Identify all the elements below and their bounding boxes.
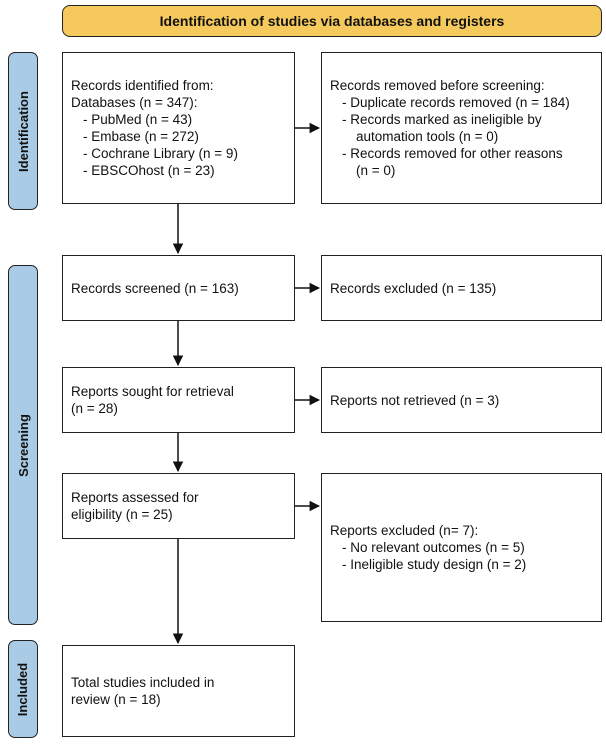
phase-included: Included (8, 640, 38, 738)
records-removed-item: - Records removed for other reasons (342, 146, 563, 161)
records-removed-item-cont: automation tools (n = 0) (356, 129, 499, 144)
records-identified-title: Records identified from: (71, 78, 214, 93)
records-excluded-box: Records excluded (n = 135) (321, 255, 602, 321)
phase-identification: Identification (8, 52, 38, 210)
records-removed-item: - Duplicate records removed (n = 184) (342, 95, 570, 110)
records-removed-title: Records removed before screening: (330, 78, 545, 93)
records-identified-item: - PubMed (n = 43) (83, 112, 193, 127)
phase-screening: Screening (8, 265, 38, 625)
reports-assessed-box: Reports assessed for eligibility (n = 25… (62, 473, 295, 539)
records-identified-databases: Databases (n = 347): (71, 95, 198, 110)
included-line2: review (n = 18) (71, 692, 161, 707)
reports-excluded-item: - Ineligible study design (n = 2) (342, 557, 527, 572)
records-identified-item: - EBSCOhost (n = 23) (83, 163, 215, 178)
records-removed-item: - Records marked as ineligible by (342, 112, 542, 127)
reports-excluded-title: Reports excluded (n= 7): (330, 523, 479, 538)
records-screened-text: Records screened (n = 163) (71, 280, 239, 296)
header-title: Identification of studies via databases … (159, 13, 505, 29)
records-excluded-text: Records excluded (n = 135) (330, 280, 497, 296)
reports-sought-line1: Reports sought for retrieval (71, 384, 234, 399)
reports-not-retrieved-text: Reports not retrieved (n = 3) (330, 392, 500, 408)
included-line1: Total studies included in (71, 675, 215, 690)
reports-excluded-box: Reports excluded (n= 7): - No relevant o… (321, 473, 602, 622)
reports-sought-line2: (n = 28) (71, 401, 118, 416)
records-identified-item: - Cochrane Library (n = 9) (83, 146, 238, 161)
records-identified-item: - Embase (n = 272) (83, 129, 199, 144)
records-screened-box: Records screened (n = 163) (62, 255, 295, 321)
records-removed-item-cont: (n = 0) (356, 163, 396, 178)
reports-assessed-line1: Reports assessed for (71, 490, 199, 505)
records-identified-box: Records identified from: Databases (n = … (62, 52, 295, 204)
reports-excluded-item: - No relevant outcomes (n = 5) (342, 540, 525, 555)
reports-not-retrieved-box: Reports not retrieved (n = 3) (321, 367, 602, 433)
reports-sought-box: Reports sought for retrieval (n = 28) (62, 367, 295, 433)
included-box: Total studies included in review (n = 18… (62, 645, 295, 737)
records-removed-box: Records removed before screening: - Dupl… (321, 52, 602, 204)
header-banner: Identification of studies via databases … (62, 5, 602, 37)
reports-assessed-line2: eligibility (n = 25) (71, 507, 173, 522)
